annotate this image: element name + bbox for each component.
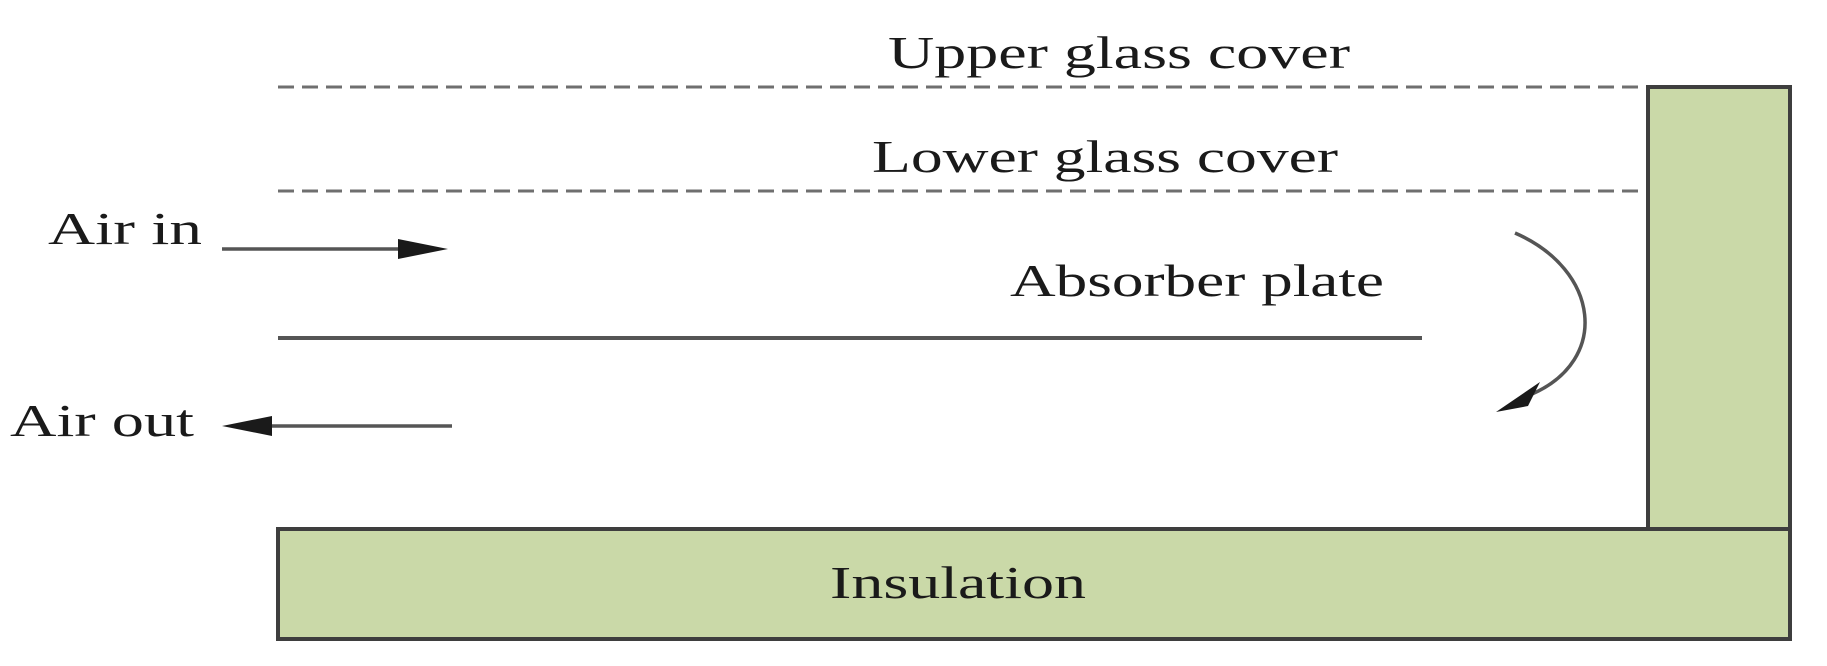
air-in-arrow-head	[398, 239, 448, 259]
lower-glass-cover-label: Lower glass cover	[872, 131, 1338, 182]
air-in-label: Air in	[48, 203, 202, 254]
absorber-plate-label: Absorber plate	[1010, 255, 1384, 306]
upper-glass-cover-label: Upper glass cover	[888, 27, 1350, 78]
insulation-label: Insulation	[830, 557, 1086, 608]
curved-flow-arrow	[1514, 231, 1587, 396]
air-out-arrow-head	[222, 416, 272, 436]
insulation-base	[276, 527, 1792, 641]
insulation-side-wall	[1646, 85, 1792, 531]
curved-flow-arrow-head	[1496, 382, 1540, 412]
air-out-label: Air out	[10, 395, 194, 446]
